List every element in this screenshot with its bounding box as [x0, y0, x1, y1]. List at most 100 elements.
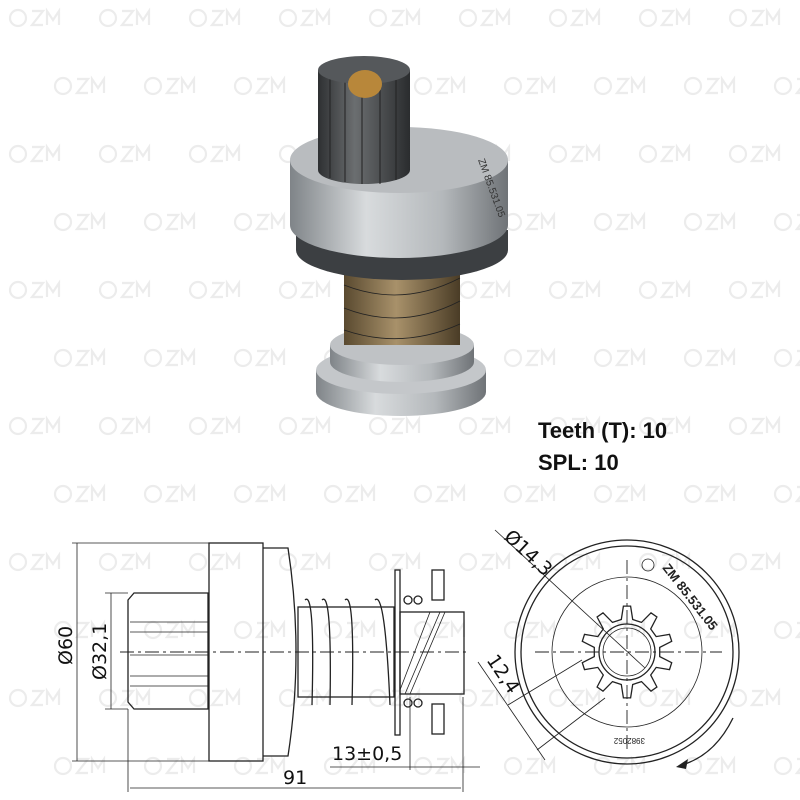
spl-spec: SPL: 10 [538, 450, 619, 475]
watermark-logo [548, 143, 601, 164]
watermark-logo [278, 7, 331, 28]
watermark-logo [233, 75, 286, 96]
watermark-logo [548, 279, 601, 300]
watermark-logo [728, 143, 781, 164]
serial-marking: 3982052 [613, 736, 645, 745]
side-view-drawing: Ø60 Ø32,1 13±0,5 91 [55, 542, 480, 792]
watermark-logo [143, 75, 196, 96]
watermark-logo [503, 755, 556, 776]
watermark-logo [8, 687, 61, 708]
watermark-logo [8, 143, 61, 164]
watermark-logo [188, 279, 241, 300]
teeth-spec: Teeth (T): 10 [538, 418, 668, 443]
collar [394, 569, 465, 736]
product-render: ZM 85.531.05 [290, 56, 508, 416]
watermark-logo [278, 415, 331, 436]
watermark-logo [413, 75, 466, 96]
rotation-arrow [681, 717, 734, 766]
watermark-logo [593, 347, 646, 368]
watermark-logo [233, 619, 286, 640]
watermark-logo [773, 348, 800, 368]
watermark-logo [53, 483, 106, 504]
watermark-logo [368, 7, 421, 28]
watermark-logo [98, 415, 151, 436]
dim-outer-diameter: Ø60 [55, 626, 77, 665]
watermark-logo [368, 551, 421, 572]
watermark-logo [233, 483, 286, 504]
watermark-logo [728, 687, 781, 708]
watermark-logo [98, 143, 151, 164]
dim-pinion-diameter: Ø32,1 [89, 623, 111, 680]
watermark-logo [188, 143, 241, 164]
watermark-logo [8, 7, 61, 28]
watermark-logo [458, 279, 511, 300]
watermark-logo [503, 211, 556, 232]
watermark-logo [728, 279, 781, 300]
watermark-logo [98, 551, 151, 572]
watermark-logo [323, 619, 376, 640]
watermark-logo [773, 756, 800, 776]
watermark-logo [638, 279, 691, 300]
watermark-logo [548, 415, 601, 436]
watermark-logo [503, 483, 556, 504]
watermark-logo [278, 551, 331, 572]
watermark-logo [278, 279, 331, 300]
watermark-logo [593, 211, 646, 232]
watermark-logo [413, 755, 466, 776]
watermark-logo [728, 7, 781, 28]
watermark-logo [638, 687, 691, 708]
watermark-logo [548, 687, 601, 708]
watermark-logo [683, 347, 736, 368]
front-view-drawing: Ø14,3 12,4 ZM 85.531.05 3982052 [477, 526, 740, 769]
watermark-logo [773, 620, 800, 640]
watermark-logo [503, 347, 556, 368]
dim-length: 91 [283, 767, 307, 789]
watermark-logo [548, 7, 601, 28]
watermark-logo [773, 212, 800, 232]
watermark-logo [593, 75, 646, 96]
watermark-logo [503, 619, 556, 640]
watermark-logo [683, 619, 736, 640]
watermark-logo [188, 687, 241, 708]
watermark-logo [98, 7, 151, 28]
watermark-logo [188, 415, 241, 436]
bushing [348, 70, 382, 98]
watermark-logo [8, 279, 61, 300]
dim-offset: 13±0,5 [332, 743, 402, 765]
watermark-logo [188, 551, 241, 572]
watermark-logo [728, 415, 781, 436]
watermark-logo [593, 755, 646, 776]
watermark-logo [368, 687, 421, 708]
watermark-logo [323, 483, 376, 504]
watermark-logo [638, 143, 691, 164]
watermark-logo [143, 619, 196, 640]
watermark-logo [548, 551, 601, 572]
watermark-logo [683, 75, 736, 96]
watermark-logo [233, 347, 286, 368]
watermark-logo [278, 687, 331, 708]
watermark-logo [683, 483, 736, 504]
watermark-logo [143, 483, 196, 504]
watermark-logo [8, 551, 61, 572]
dim-bore-diameter: Ø14,3 [500, 526, 557, 581]
watermark-logo [638, 415, 691, 436]
watermark-logo [53, 347, 106, 368]
watermark-logo [8, 415, 61, 436]
watermark-logo [458, 7, 511, 28]
watermark-logo [53, 755, 106, 776]
watermark-logo [143, 211, 196, 232]
watermark-logo [503, 75, 556, 96]
watermark-logo [53, 211, 106, 232]
zm-logo-mark [641, 558, 655, 572]
watermark-logo [413, 483, 466, 504]
watermark-logo [233, 211, 286, 232]
watermark-logo [458, 551, 511, 572]
watermark-logo [143, 755, 196, 776]
watermark-logo [458, 415, 511, 436]
watermark-logo [188, 7, 241, 28]
watermark-logo [368, 415, 421, 436]
watermark-logo [98, 279, 151, 300]
watermark-logo [728, 551, 781, 572]
watermark-logo [53, 619, 106, 640]
